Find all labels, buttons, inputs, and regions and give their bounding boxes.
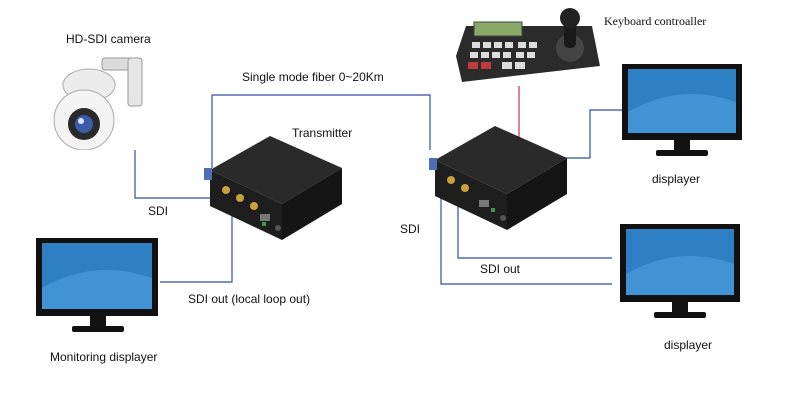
displayer-top-label: displayer: [652, 172, 701, 186]
sdi-out-local-label: SDI out (local loop out): [188, 292, 311, 306]
displayer-bottom-label: displayer: [664, 338, 713, 352]
receiver-icon: [429, 126, 567, 230]
sdi-right-label: SDI: [400, 222, 421, 236]
monitoring-label: Monitoring displayer: [50, 350, 158, 364]
keyboard-label: Keyboard controaller: [604, 14, 707, 28]
fiber-label: Single mode fiber 0~20Km: [242, 70, 384, 84]
camera-sdi-line: [134, 150, 212, 199]
transmitter-icon: [204, 136, 342, 240]
fiber-line: [211, 94, 431, 168]
keyboard-controller-icon: [456, 8, 600, 82]
monitor-icon: [622, 64, 742, 156]
sdi-out-label: SDI out: [480, 262, 521, 276]
loop-out-line: [160, 210, 233, 283]
monitor-icon: [620, 224, 740, 318]
receiver-sdi-line: [440, 185, 612, 285]
monitor-icon: [36, 238, 158, 332]
camera-icon: [53, 57, 143, 150]
camera-label: HD-SDI camera: [66, 32, 151, 46]
transmitter-label: Transmitter: [292, 126, 353, 140]
sdi-left-label: SDI: [148, 204, 169, 218]
receiver-sdi-out-line: [457, 205, 612, 259]
